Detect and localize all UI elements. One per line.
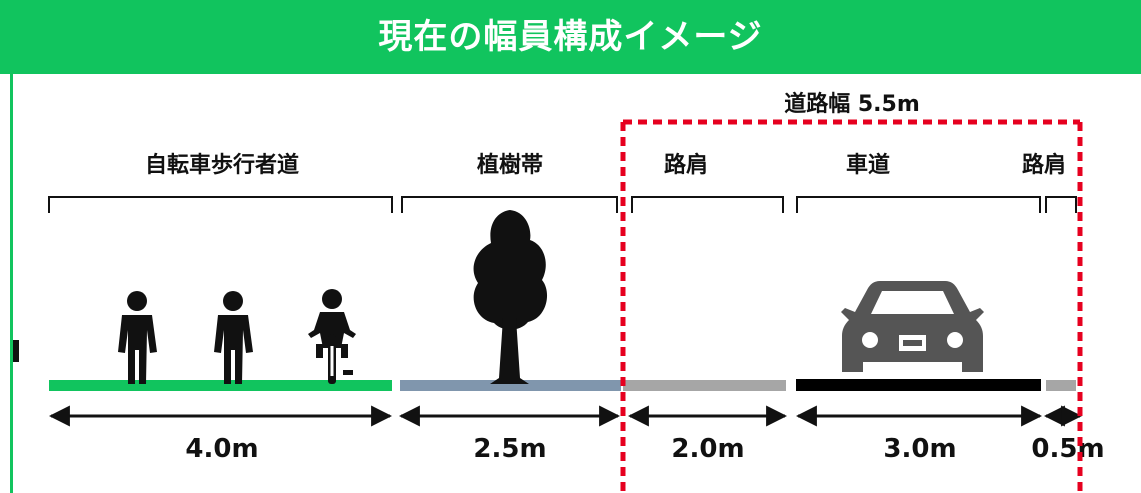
width-label-shoulder-right: 0.5m — [1031, 434, 1104, 464]
bracket-carriageway — [796, 196, 1041, 213]
shoulder-right-surface — [1046, 380, 1076, 391]
width-label-shoulder-left: 2.0m — [671, 434, 744, 464]
tree-icon — [473, 210, 548, 384]
segment-label-planting: 植樹帯 — [477, 152, 543, 178]
segment-label-shoulder-right: 路肩 — [1022, 152, 1066, 178]
width-label-carriageway: 3.0m — [883, 434, 956, 464]
segment-label-sidewalk: 自転車歩行者道 — [145, 152, 299, 178]
width-label-planting: 2.5m — [473, 434, 546, 464]
planting-strip-surface — [400, 380, 621, 391]
bracket-sidewalk — [48, 196, 393, 213]
bracket-planting — [401, 196, 618, 213]
car-icon — [841, 281, 984, 372]
bracket-shoulder-left — [631, 196, 784, 213]
bracket-shoulder-right — [1045, 196, 1077, 213]
shoulder-left-surface — [623, 380, 786, 391]
pedestrian-icon — [118, 291, 157, 384]
road-width-label: 道路幅 5.5m — [784, 91, 920, 117]
segment-label-carriageway: 車道 — [846, 152, 890, 178]
sidewalk-surface — [49, 380, 392, 391]
segment-label-shoulder-left: 路肩 — [664, 152, 708, 178]
content-frame — [10, 74, 1141, 493]
title-banner: 現在の幅員構成イメージ — [0, 0, 1141, 74]
width-label-sidewalk: 4.0m — [185, 434, 258, 464]
frame-marker — [13, 340, 19, 362]
carriageway-surface — [796, 379, 1041, 391]
cyclist-icon — [308, 289, 356, 384]
pedestrian-icon — [214, 291, 253, 384]
page-title: 現在の幅員構成イメージ — [378, 17, 763, 57]
